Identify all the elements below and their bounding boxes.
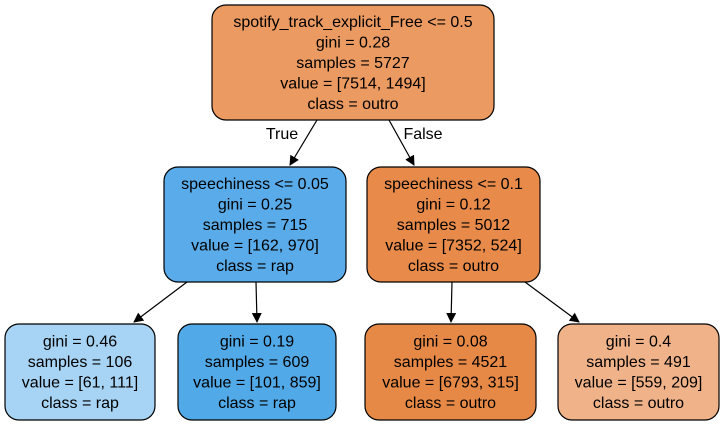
node-box-left [163,166,347,283]
node-line: spotify_track_explicit_Free <= 0.5 [233,14,472,31]
tree-node-left-right: gini = 0.19 samples = 609 value = [101, 85… [177,323,337,421]
node-line: samples = 5727 [296,55,410,72]
node-line: samples = 715 [203,217,308,234]
node-line: value = [101, 859] [193,375,321,392]
tree-node-right-right: gini = 0.4 samples = 491 value = [559, 209… [557,323,720,421]
node-line: class = outro [593,395,684,412]
node-box-root [211,4,495,121]
node-line: value = [61, 111] [22,375,138,392]
node-line: samples = 4521 [394,354,508,371]
node-line: speechiness <= 0.1 [384,176,523,193]
node-line: class = rap [41,395,119,412]
tree-node-right: speechiness <= 0.1 gini = 0.12 samples = 5… [366,166,541,283]
node-line: gini = 0.25 [218,196,292,213]
node-line: gini = 0.4 [606,334,671,351]
tree-node-root: spotify_track_explicit_Free <= 0.5 gini =… [211,4,495,121]
node-line: gini = 0.19 [220,334,294,351]
node-line: gini = 0.46 [43,334,117,351]
tree-node-left: speechiness <= 0.05 gini = 0.25 samples = … [163,166,347,283]
node-line: samples = 609 [205,354,310,371]
tree-node-left-left: gini = 0.46 samples = 106 value = [61, 111… [4,323,156,421]
node-line: value = [7514, 1494] [280,75,425,92]
edges-layer: True False [133,119,580,323]
edge-label-true: True [266,126,298,143]
node-line: value = [7352, 524] [385,237,522,254]
edge-arrow-left-to-left-left [133,281,188,323]
edge-arrow-right-to-right-left [446,281,457,323]
tree-node-right-left: gini = 0.08 samples = 4521 value = [6793, … [364,323,537,421]
node-box-right [366,166,541,283]
node-box-right-right [557,323,720,421]
node-line: class = outro [405,395,496,412]
node-line: samples = 5012 [397,217,511,234]
node-line: value = [162, 970] [191,237,319,254]
node-line: value = [6793, 315] [382,375,519,392]
node-line: samples = 106 [28,354,133,371]
node-line: samples = 491 [586,354,691,371]
node-line: class = outro [408,258,499,275]
edge-arrow-root-to-left [289,119,318,166]
node-line: speechiness <= 0.05 [181,176,329,193]
nodes-layer: spotify_track_explicit_Free <= 0.5 gini =… [4,4,720,421]
node-line: value = [559, 209] [575,375,703,392]
edge-label-false: False [403,126,442,143]
node-box-left-left [4,323,156,421]
edge-arrow-left-to-left-right [251,281,262,323]
node-line: class = rap [216,258,294,275]
node-line: gini = 0.08 [413,334,487,351]
edge-arrow-root-to-right [388,119,415,166]
node-line: gini = 0.28 [316,34,390,51]
node-line: class = outro [307,96,398,113]
node-box-left-right [177,323,337,421]
node-line: class = rap [218,395,296,412]
node-line: gini = 0.12 [416,196,490,213]
node-box-right-left [364,323,537,421]
edge-arrow-right-to-right-right [524,281,580,323]
